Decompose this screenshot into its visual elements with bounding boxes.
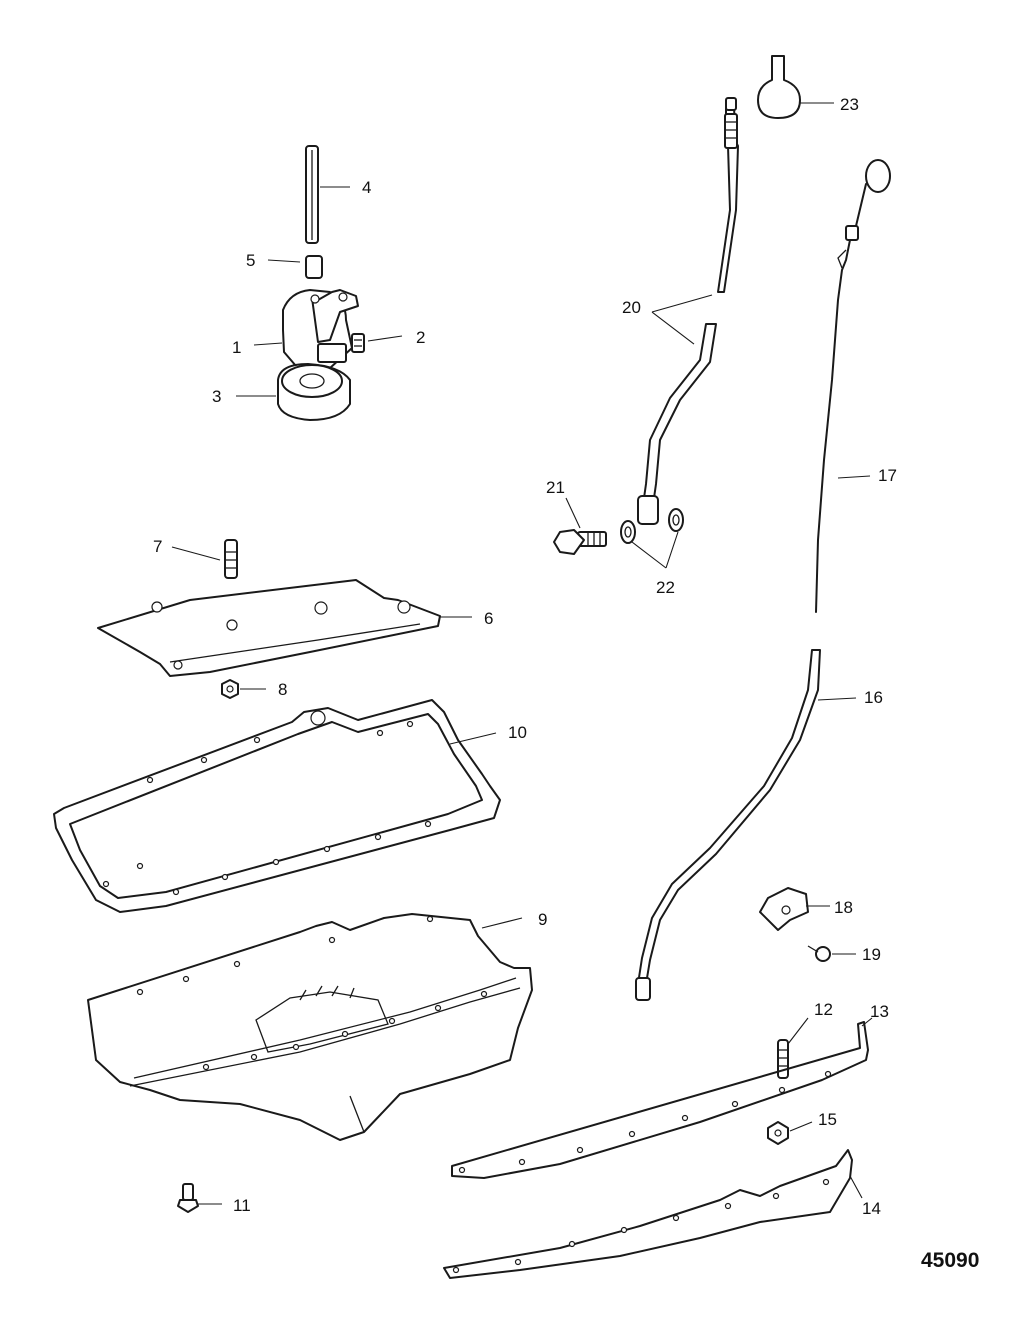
figure-number: 45090: [921, 1249, 979, 1272]
dipstick-tube: [635, 649, 821, 1001]
callout-22: 22: [656, 578, 675, 597]
callout-10: 10: [508, 723, 527, 742]
callout-4: 4: [362, 178, 371, 197]
callout-17: 17: [878, 466, 897, 485]
side-gasket-lower: [443, 1149, 853, 1279]
callout-15: 15: [818, 1110, 837, 1129]
tube-bolt: [553, 529, 607, 555]
oil-pan: [87, 913, 533, 1141]
dipstick-tube-upper: [717, 97, 739, 293]
callout-23: 23: [840, 95, 859, 114]
dipstick-tube-lower: [637, 323, 717, 525]
tray-nut: [221, 679, 239, 699]
callout-8: 8: [278, 680, 287, 699]
callout-14: 14: [862, 1199, 881, 1218]
oil-pan-gasket: [53, 699, 501, 913]
callout-6: 6: [484, 609, 493, 628]
callout-21: 21: [546, 478, 565, 497]
callout-1: 1: [232, 338, 241, 357]
callout-9: 9: [538, 910, 547, 929]
tube-cap: [757, 55, 801, 119]
callout-7: 7: [153, 537, 162, 556]
callout-18: 18: [834, 898, 853, 917]
callout-3: 3: [212, 387, 221, 406]
shaft-coupling: [305, 255, 323, 279]
oil-pump: [282, 289, 359, 369]
oil-pump-shaft: [305, 145, 319, 244]
dipstick: [815, 159, 891, 613]
gasket-nut: [767, 1121, 789, 1145]
callout-11: 11: [233, 1196, 251, 1215]
callout-19: 19: [862, 945, 881, 964]
leader-lines: [171, 102, 873, 1205]
callout-5: 5: [246, 251, 255, 270]
clip-screw: [807, 945, 831, 962]
callout-2: 2: [416, 328, 425, 347]
drain-plug: [177, 1183, 199, 1213]
pan-stud: [777, 1039, 789, 1079]
windage-tray: [97, 579, 441, 677]
side-gasket-upper: [451, 1021, 869, 1179]
tray-stud: [224, 539, 238, 579]
callout-16: 16: [864, 688, 883, 707]
pump-bolt: [351, 333, 365, 353]
callout-12: 12: [814, 1000, 833, 1019]
callout-20: 20: [622, 298, 641, 317]
callouts: 1 2 3 4 5 6 7 8 9 10 11 12 13 14 15 16 1…: [153, 95, 897, 1218]
callout-13: 13: [870, 1002, 889, 1021]
tube-clip: [759, 887, 809, 931]
pickup-screen: [277, 363, 351, 421]
sealing-washers: [620, 508, 684, 544]
